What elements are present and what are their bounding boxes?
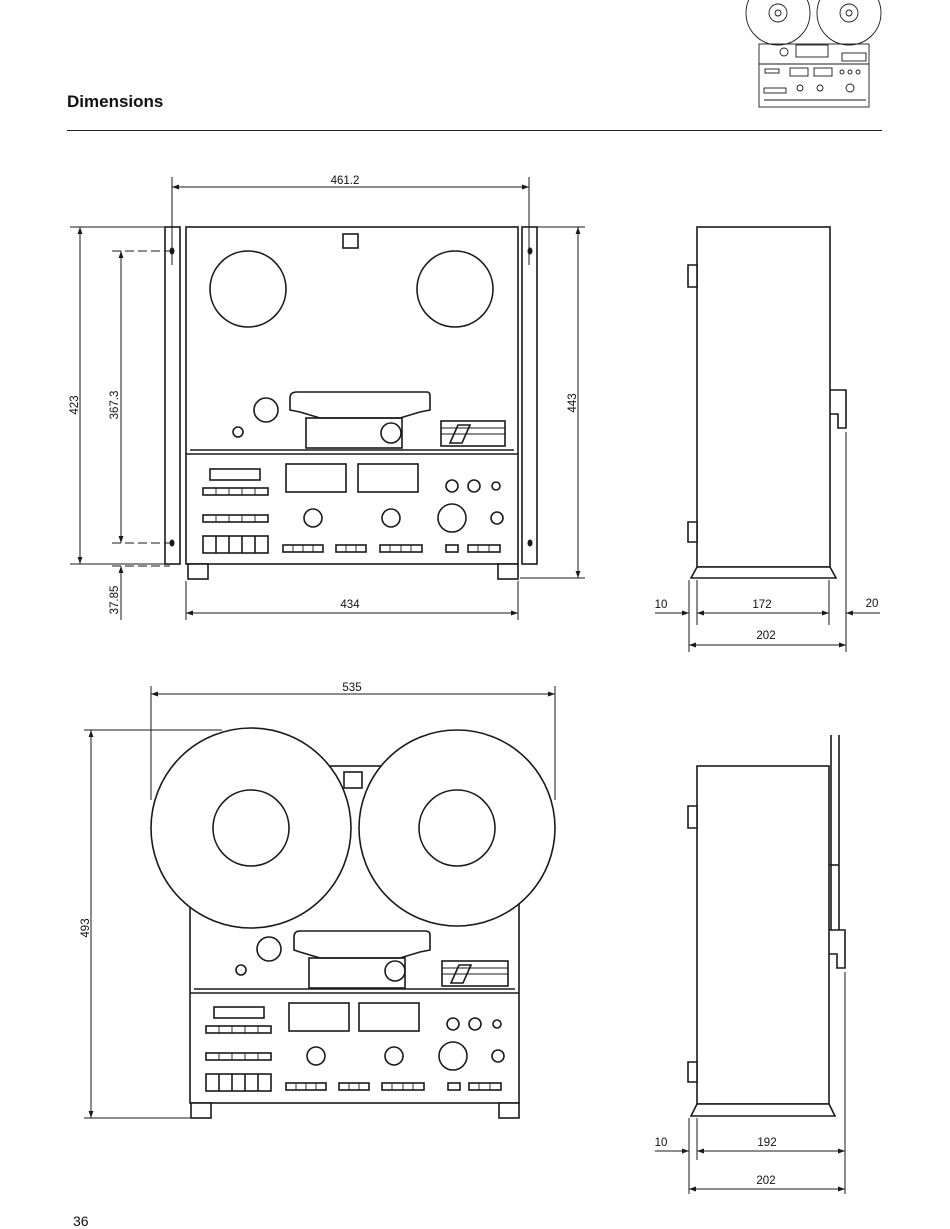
dim-side-total-depth: 202: [756, 630, 775, 642]
dim-side-depth: 172: [752, 599, 771, 611]
dim-large-side-total-depth: 202: [756, 1175, 775, 1187]
dim-large-width: 535: [342, 682, 361, 694]
dim-hole-spacing: 367.3: [109, 391, 121, 420]
dim-side-front-offset: 10: [655, 599, 668, 611]
thumbnail-icon: [746, 0, 881, 107]
side-view: 10 172 20 202: [655, 227, 880, 652]
front-view-large-reels: [151, 728, 555, 1118]
dim-rack-height: 423: [69, 395, 81, 414]
dim-width-rack: 461.2: [331, 175, 360, 187]
dim-large-height: 493: [80, 918, 92, 937]
dim-side-rear-offset: 20: [866, 598, 879, 610]
dim-large-side-depth: 192: [757, 1137, 776, 1149]
front-view: [165, 227, 537, 579]
dim-body-height: 443: [567, 393, 579, 412]
side-view-large-reels: 10 192 202: [655, 735, 845, 1194]
dim-body-width: 434: [340, 599, 360, 611]
page-number: 36: [73, 1213, 89, 1229]
dim-large-side-front-offset: 10: [655, 1137, 668, 1149]
dim-bottom-offset: 37.85: [109, 586, 121, 615]
